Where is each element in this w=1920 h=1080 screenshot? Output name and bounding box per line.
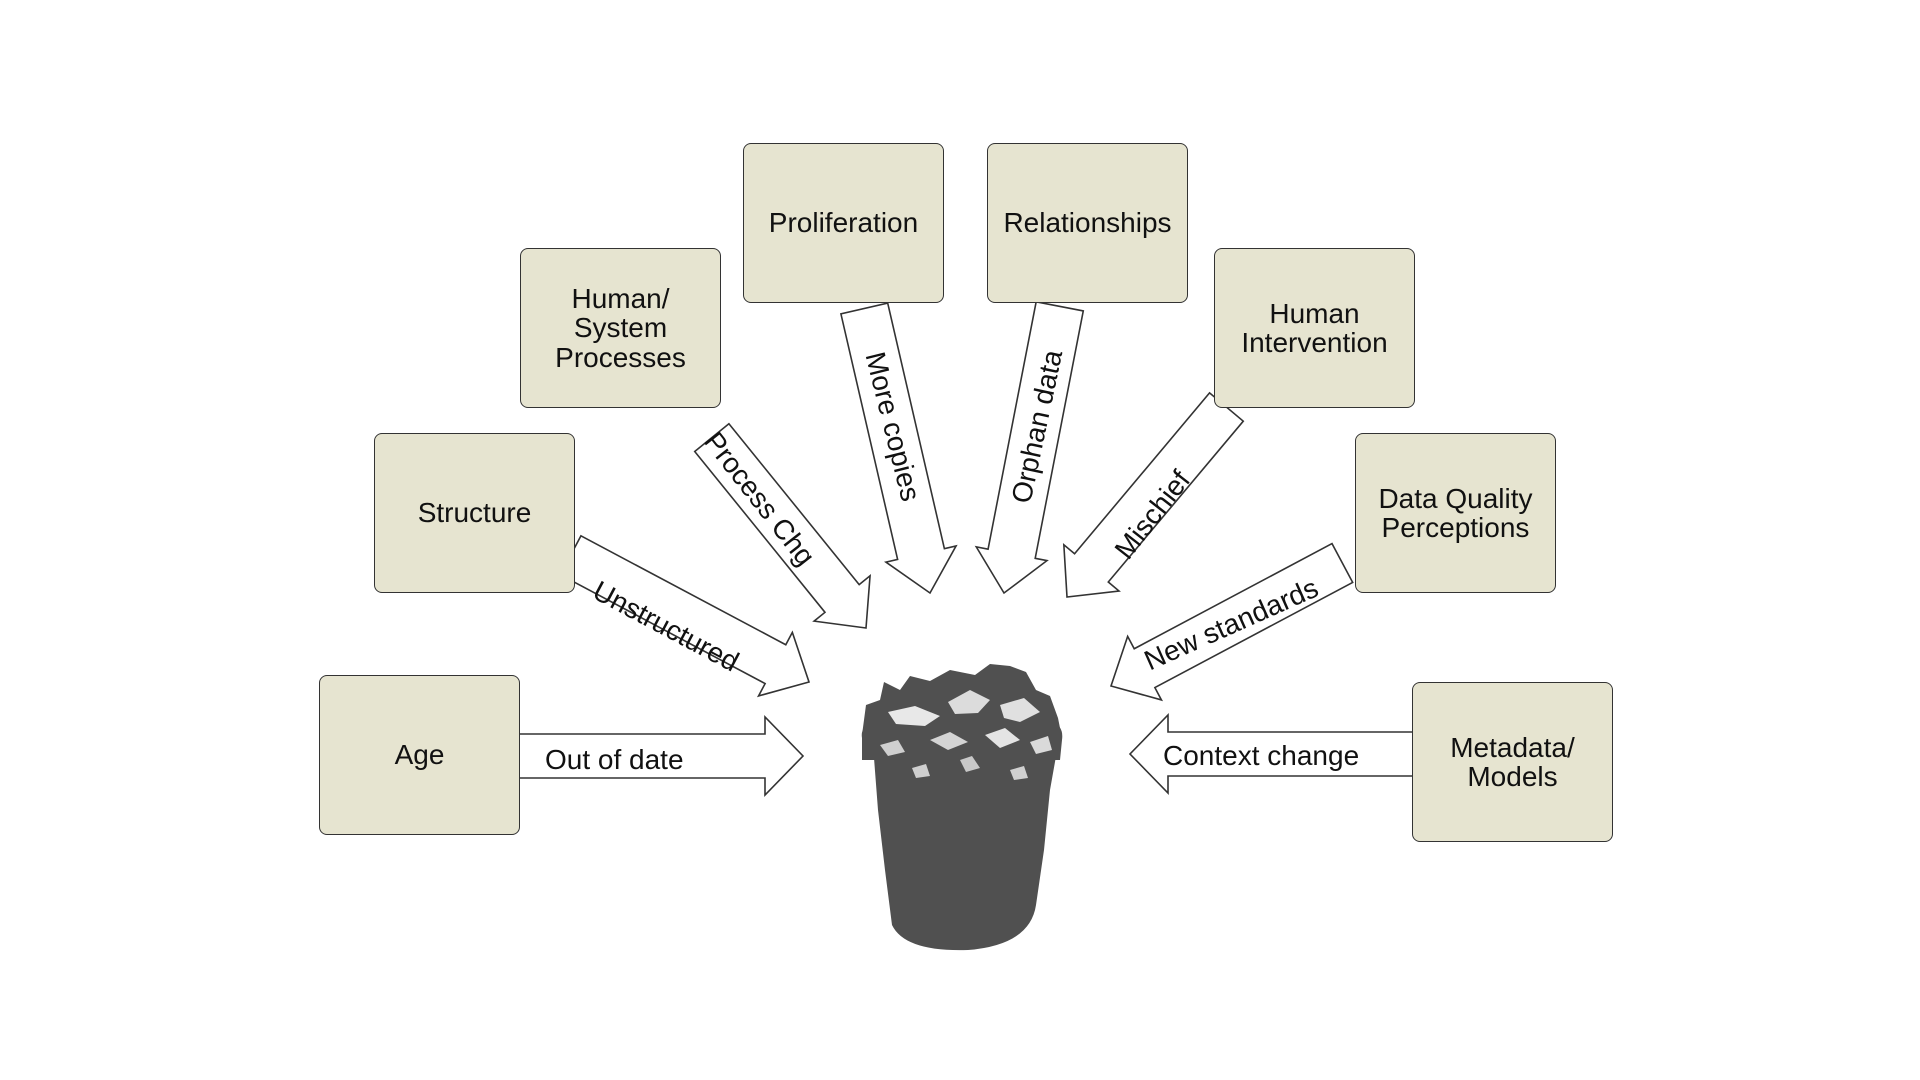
- box-label-metadata-models: Metadata/ Models: [1450, 731, 1575, 792]
- box-label-human-system-processes: Human/ System Processes: [555, 282, 686, 373]
- box-metadata-models: Metadata/ Models: [1412, 682, 1613, 842]
- arrow-orphan-data: Orphan data: [974, 300, 1085, 595]
- arrow-label-new-standards: New standards: [1140, 572, 1323, 676]
- box-structure: Structure: [374, 433, 575, 593]
- box-human-intervention: Human Intervention: [1214, 248, 1415, 408]
- arrow-more-copies: More copies: [839, 302, 958, 595]
- box-proliferation: Proliferation: [743, 143, 944, 303]
- box-age: Age: [319, 675, 520, 835]
- box-human-system-processes: Human/ System Processes: [520, 248, 721, 408]
- box-label-structure: Structure: [417, 497, 532, 529]
- arrow-label-context-change: Context change: [1163, 740, 1359, 771]
- box-label-proliferation: Proliferation: [768, 207, 919, 239]
- arrow-label-process-chg: Process Chg: [698, 426, 821, 571]
- box-label-age: Age: [394, 739, 445, 771]
- arrow-out-of-date: Out of date: [514, 715, 805, 797]
- box-data-quality-perceptions: Data Quality Perceptions: [1355, 433, 1556, 593]
- arrow-label-out-of-date: Out of date: [545, 744, 684, 775]
- arrow-mischief: Mischief: [1062, 391, 1245, 598]
- box-relationships: Relationships: [987, 143, 1188, 303]
- box-label-human-intervention: Human Intervention: [1241, 297, 1388, 358]
- arrow-context-change: Context change: [1128, 713, 1419, 795]
- box-label-data-quality-perceptions: Data Quality Perceptions: [1378, 482, 1533, 543]
- box-label-relationships: Relationships: [1003, 207, 1172, 239]
